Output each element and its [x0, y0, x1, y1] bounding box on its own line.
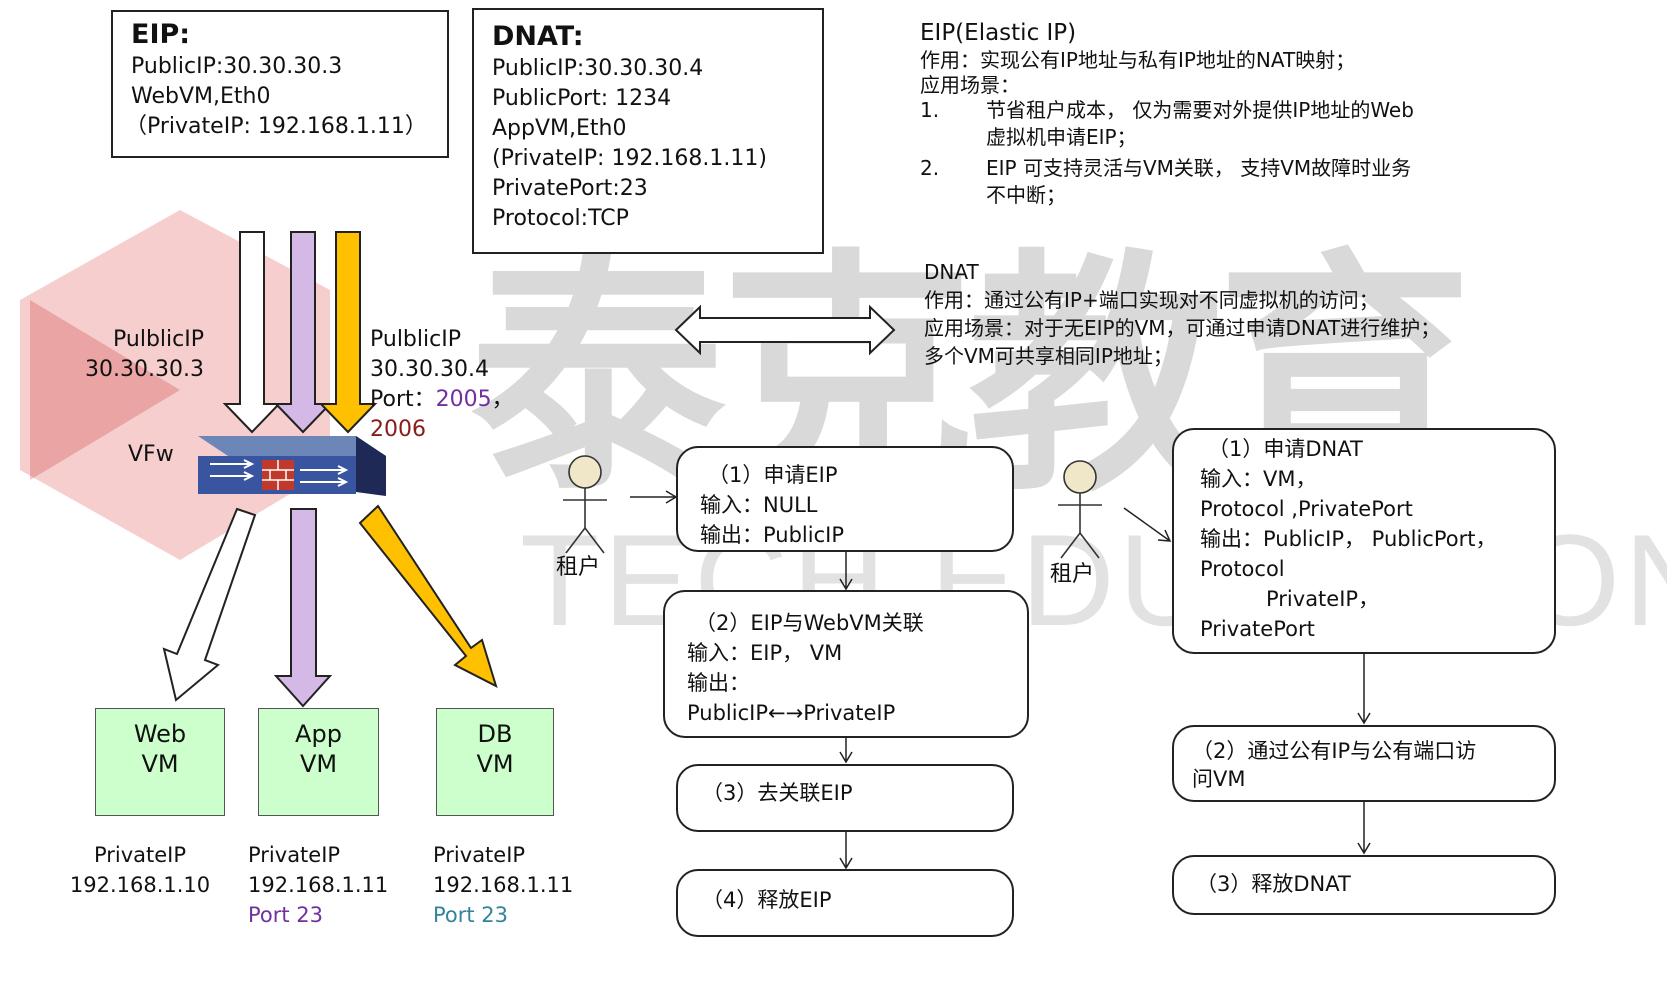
dnat-step-apply: （1）申请DNAT 输入：VM， Protocol ,PrivatePort 输…	[1172, 428, 1556, 654]
vm-caption-line: 192.168.1.11	[433, 870, 573, 900]
eip-flow-arrow	[840, 552, 852, 589]
eip-step-disassociate: （3）去关联EIP	[676, 764, 1014, 832]
dnat-step-release: （3）释放DNAT	[1172, 855, 1556, 915]
tenant-label: 租户	[1050, 560, 1094, 590]
dnat-step-line: 输出：PublicIP， PublicPort，	[1200, 524, 1554, 554]
dnat-step-line: PrivatePort	[1200, 614, 1554, 644]
eip-step-line: 输入：NULL	[700, 490, 1012, 520]
vm-caption-line: PrivateIP	[60, 840, 220, 870]
vm-caption-line: PrivateIP	[433, 840, 573, 870]
eip-step-line: PublicIP←→PrivateIP	[687, 698, 1027, 728]
vm-label: VM	[96, 749, 224, 779]
tenant-figure-icon	[1058, 461, 1102, 558]
left-label-line: 30.30.30.3	[84, 355, 204, 385]
eip-step-associate: （2）EIP与WebVM关联 输入：EIP， VM 输出： PublicIP←→…	[663, 590, 1029, 738]
dnat-step-line: Protocol	[1200, 554, 1554, 584]
eip-flow-arrow	[840, 738, 852, 762]
dnat-flow-arrow	[1358, 654, 1370, 723]
right-public-ip-label: PulblicIP 30.30.30.4 Port：2005， 2006	[370, 325, 514, 445]
incoming-arrow-white	[225, 232, 279, 432]
tenant-to-dnat-arrow	[1124, 508, 1170, 541]
outgoing-arrow-white	[164, 509, 255, 700]
eip-step-line: 输出：	[687, 668, 1027, 698]
left-label-line: PulblicIP	[84, 325, 204, 355]
dnat-step-line: PrivateIP，	[1266, 584, 1554, 614]
eip-step-line: （1）申请EIP	[708, 460, 1012, 490]
vm-caption-line: 192.168.1.10	[60, 870, 220, 900]
app-vm-box: App VM	[258, 708, 379, 816]
web-vm-box: Web VM	[95, 708, 225, 816]
tenant-to-eip-arrow	[630, 491, 676, 503]
double-arrow	[676, 307, 894, 353]
dnat-step-access: （2）通过公有IP与公有端口访 问VM	[1172, 725, 1556, 802]
port-comma: ，	[492, 387, 514, 412]
port-2005: 2005	[436, 387, 492, 412]
incoming-arrow-purple	[276, 232, 330, 432]
dnat-step-line: （3）释放DNAT	[1196, 869, 1554, 899]
port-2006: 2006	[370, 415, 514, 445]
vm-caption-port: Port 23	[433, 900, 573, 930]
incoming-arrow-orange	[321, 232, 375, 432]
tenant-label: 租户	[556, 553, 600, 583]
outgoing-arrow-orange	[360, 506, 496, 686]
port-line: Port：2005，	[370, 385, 514, 415]
firewall-icon	[198, 436, 386, 496]
right-label-line: PulblicIP	[370, 325, 514, 355]
eip-flow-arrow	[840, 832, 852, 868]
vm-label: DB	[437, 719, 553, 749]
web-vm-caption: PrivateIP 192.168.1.10	[60, 840, 220, 900]
vm-label: VM	[437, 749, 553, 779]
right-label-line: 30.30.30.4	[370, 355, 514, 385]
tenant-figure-icon	[563, 456, 607, 553]
vfw-label: VFw	[128, 440, 174, 470]
db-vm-box: DB VM	[436, 708, 554, 816]
eip-step-release: （4）释放EIP	[676, 869, 1014, 937]
app-vm-caption: PrivateIP 192.168.1.11 Port 23	[248, 840, 388, 930]
port-prefix: Port：	[370, 387, 436, 412]
vm-caption-line: PrivateIP	[248, 840, 388, 870]
eip-step-line: 输出：PublicIP	[700, 520, 1012, 550]
vm-label: Web	[96, 719, 224, 749]
left-public-ip-label: PulblicIP 30.30.30.3	[84, 325, 204, 385]
eip-step-line: （2）EIP与WebVM关联	[695, 608, 1027, 638]
dnat-step-line: （1）申请DNAT	[1208, 434, 1554, 464]
eip-step-line: （4）释放EIP	[702, 885, 1012, 915]
outgoing-arrow-purple	[276, 509, 330, 706]
vm-caption-line: 192.168.1.11	[248, 870, 388, 900]
dnat-step-line: Protocol ,PrivatePort	[1200, 494, 1554, 524]
dnat-step-line: 问VM	[1192, 765, 1554, 793]
eip-step-apply: （1）申请EIP 输入：NULL 输出：PublicIP	[676, 446, 1014, 552]
vm-label: App	[259, 719, 378, 749]
dnat-step-line: （2）通过公有IP与公有端口访	[1192, 737, 1554, 765]
eip-step-line: 输入：EIP， VM	[687, 638, 1027, 668]
eip-step-line: （3）去关联EIP	[702, 778, 1012, 808]
dnat-step-line: 输入：VM，	[1200, 464, 1554, 494]
db-vm-caption: PrivateIP 192.168.1.11 Port 23	[433, 840, 573, 930]
dnat-flow-arrow	[1358, 802, 1370, 853]
vm-label: VM	[259, 749, 378, 779]
vm-caption-port: Port 23	[248, 900, 388, 930]
